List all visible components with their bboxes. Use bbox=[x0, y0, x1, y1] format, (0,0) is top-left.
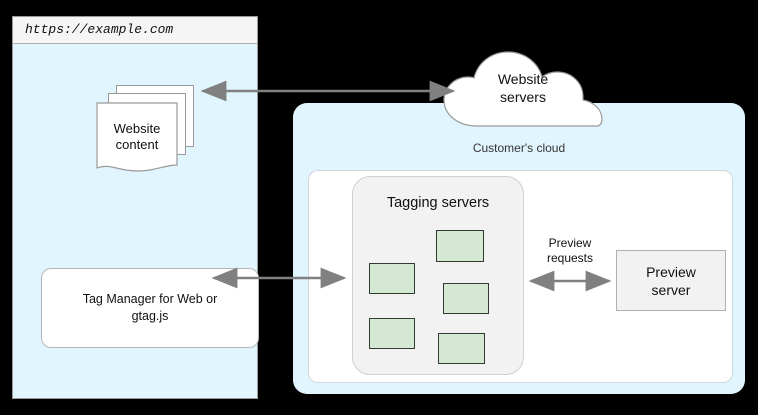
preview-server-line2: server bbox=[651, 281, 691, 298]
preview-server-label: Preview server bbox=[646, 263, 696, 299]
preview-server-box: Preview server bbox=[616, 250, 726, 311]
preview-requests-label: Preview requests bbox=[529, 236, 611, 266]
tagging-server-node bbox=[369, 318, 415, 349]
preview-requests-line1: Preview bbox=[548, 236, 592, 250]
tagging-servers-group: Tagging servers bbox=[352, 176, 524, 375]
website-content-line1: Website bbox=[113, 121, 161, 136]
tagging-server-node bbox=[443, 283, 489, 314]
browser-url-bar[interactable]: https://example.com bbox=[13, 17, 257, 44]
website-servers-line2: servers bbox=[500, 89, 546, 105]
browser-window: https://example.com Website content Tag … bbox=[12, 16, 259, 399]
tag-manager-label: Tag Manager for Web or gtag.js bbox=[83, 291, 218, 325]
document-sheet-front bbox=[96, 102, 178, 176]
cloud-shape-icon bbox=[443, 51, 603, 127]
website-content-stack: Website content bbox=[96, 85, 196, 177]
website-content-label: Website content bbox=[96, 121, 178, 153]
document-icon bbox=[96, 102, 178, 172]
website-servers-cloud: Website servers bbox=[441, 50, 605, 128]
browser-url-text: https://example.com bbox=[25, 22, 174, 37]
website-servers-label: Website servers bbox=[441, 70, 605, 106]
tag-manager-line1: Tag Manager for Web or bbox=[82, 292, 218, 306]
tagging-server-node bbox=[436, 230, 484, 262]
tagging-server-node bbox=[438, 333, 485, 364]
preview-requests-line2: requests bbox=[546, 251, 594, 265]
tagging-servers-title: Tagging servers bbox=[386, 195, 490, 211]
tag-manager-line2: gtag.js bbox=[131, 309, 169, 323]
tagging-server-node bbox=[369, 263, 415, 294]
website-servers-line1: Website bbox=[497, 71, 549, 87]
preview-server-line1: Preview bbox=[646, 263, 696, 280]
customer-cloud-label: Customer's cloud bbox=[472, 141, 566, 155]
website-content-line2: content bbox=[115, 137, 159, 152]
